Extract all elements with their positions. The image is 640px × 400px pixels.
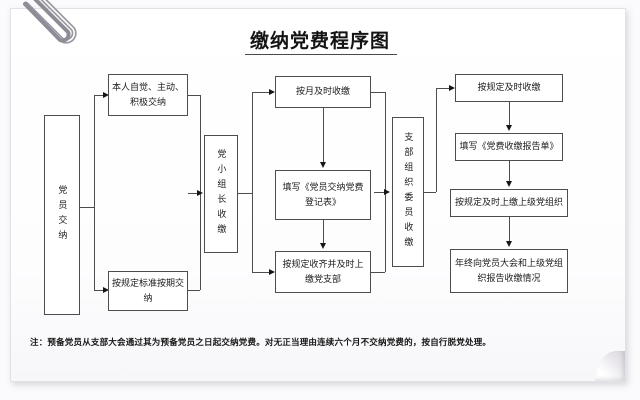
connector-c2-mid bbox=[188, 193, 200, 194]
connector-c4-bottom-out bbox=[371, 272, 385, 273]
box-member-pay[interactable]: 党员交纳 bbox=[44, 115, 80, 315]
connector-c4-mid bbox=[374, 192, 385, 193]
arrow-to-year-end bbox=[505, 241, 512, 247]
title-underline bbox=[245, 54, 397, 55]
arrow-to-group-leader bbox=[197, 189, 203, 196]
page-title: 缴纳党费程序图 bbox=[249, 31, 390, 52]
box-collect-and-submit[interactable]: 按规定收齐并及时上缴党支部 bbox=[275, 251, 371, 293]
connector-c1-bottom bbox=[94, 290, 104, 291]
arrow-to-timely-collect bbox=[449, 84, 455, 91]
arrow-to-voluntary bbox=[103, 91, 109, 98]
connector-c4-top-out bbox=[371, 92, 385, 93]
box-register-form[interactable]: 填写《党员交纳党费登记表》 bbox=[275, 170, 371, 220]
box-group-leader[interactable]: 党小组长收缴 bbox=[204, 135, 238, 253]
connector-c5-out bbox=[424, 192, 436, 193]
connector-c2-bottom-out bbox=[188, 290, 200, 291]
connector-c2-top-out bbox=[188, 95, 200, 96]
box-report-form[interactable]: 填写《党费收缴报告单》 bbox=[455, 133, 563, 161]
connector-c3-spine bbox=[252, 92, 253, 272]
connector-c6-2 bbox=[509, 161, 510, 181]
box-branch-officer[interactable]: 支部组织委员收缴 bbox=[392, 117, 424, 267]
box-monthly-collect[interactable]: 按月及时收缴 bbox=[275, 76, 371, 108]
box-submit-upper[interactable]: 按规定及时上缴上级党组织 bbox=[450, 189, 568, 217]
connector-c4-1 bbox=[323, 108, 324, 162]
connector-c4-2 bbox=[323, 220, 324, 243]
connector-c3-out bbox=[238, 193, 252, 194]
footnote: 注：预备党员从支部大会通过其为预备党员之日起交纳党费。对无正当理由连续六个月不交… bbox=[30, 337, 492, 347]
box-standard-pay[interactable]: 按规定标准按期交纳 bbox=[108, 271, 188, 311]
paperclip-icon bbox=[23, 0, 77, 44]
connector-c4-spine bbox=[385, 92, 386, 272]
arrow-to-submit-upper bbox=[505, 181, 512, 187]
connector-c6-1 bbox=[509, 102, 510, 125]
box-year-end-report[interactable]: 年终向党员大会和上级党组织报告收缴情况 bbox=[450, 249, 568, 293]
box-voluntary-pay[interactable]: 本人自觉、主动、积极交纳 bbox=[108, 74, 188, 116]
box-timely-collect[interactable]: 按规定及时收缴 bbox=[455, 74, 563, 102]
arrow-to-collect bbox=[319, 243, 326, 249]
connector-c5-spine bbox=[436, 88, 437, 192]
connector-c1-top bbox=[94, 95, 104, 96]
connector-c6-3 bbox=[509, 217, 510, 241]
connector-c5-top bbox=[436, 88, 450, 89]
arrow-to-report-form bbox=[505, 125, 512, 131]
arrow-to-standard bbox=[103, 286, 109, 293]
arrow-to-register bbox=[319, 162, 326, 168]
arrow-to-monthly bbox=[269, 88, 275, 95]
connector-c1-spine bbox=[94, 95, 95, 290]
arrow-to-branch-officer bbox=[384, 188, 390, 195]
connector-c3-top bbox=[252, 92, 270, 93]
connector-c1-out bbox=[80, 207, 94, 208]
arrow-to-collect-up bbox=[269, 268, 275, 275]
connector-c3-bottom bbox=[252, 272, 270, 273]
